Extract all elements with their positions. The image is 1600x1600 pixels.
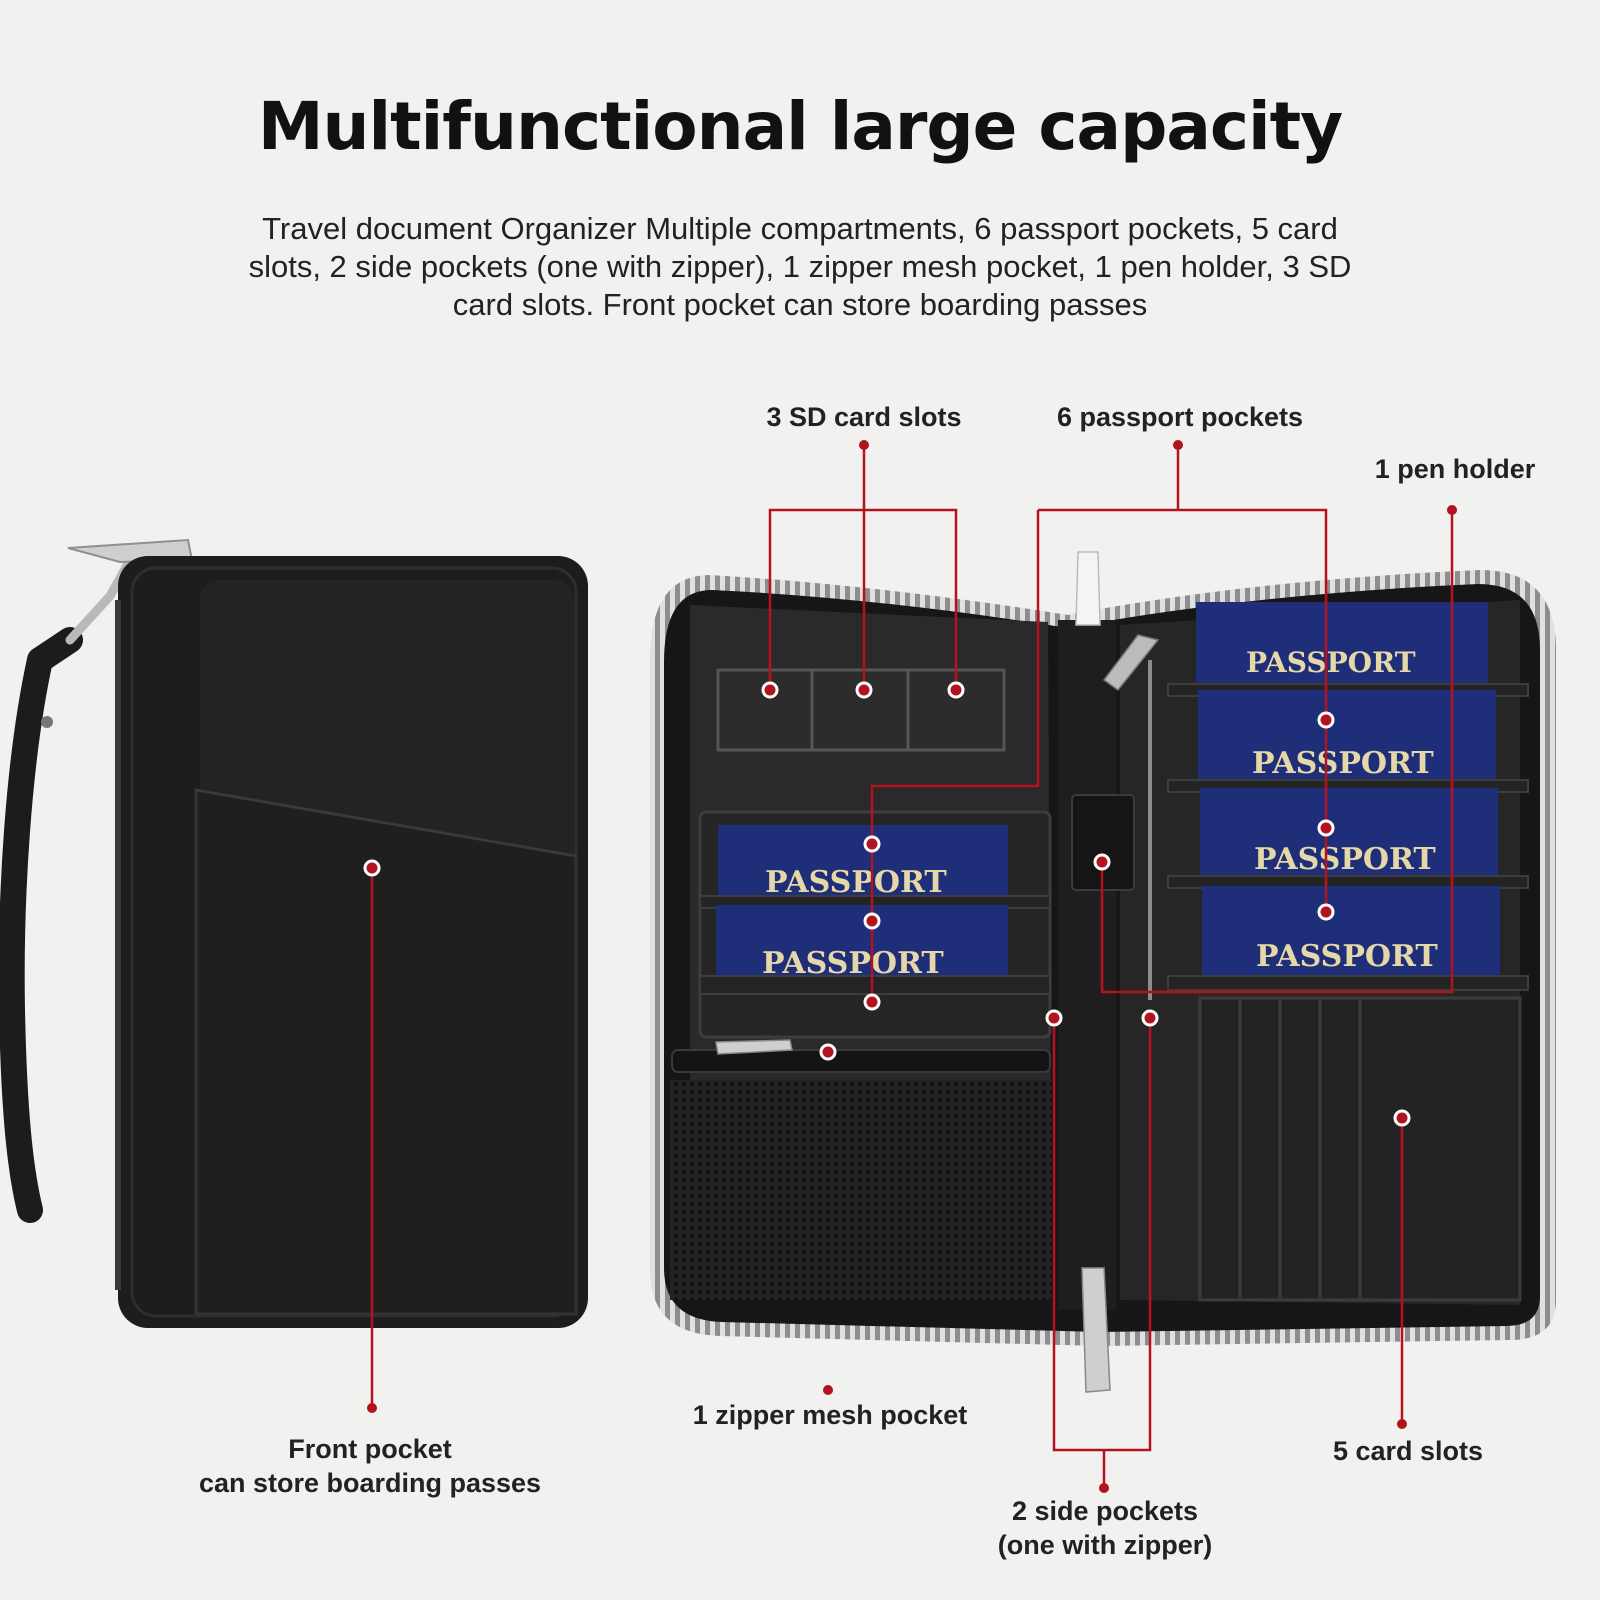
page-subtitle: Travel document Organizer Multiple compa…	[248, 211, 1352, 322]
passport-text: PASSPORT	[762, 946, 944, 981]
callout-dot	[761, 681, 779, 699]
callout-dot	[855, 681, 873, 699]
right-passport-stack	[1167, 602, 1529, 991]
mesh-pocket-zipper	[671, 1049, 1051, 1073]
callout-dot	[1393, 1109, 1411, 1127]
front-pocket	[194, 788, 578, 1316]
callout-side-pockets: 2 side pockets (one with zipper)	[980, 1494, 1230, 1562]
passport-text: PASSPORT	[1246, 646, 1416, 679]
callout-side-pockets-line1: 2 side pockets	[1011, 1496, 1199, 1526]
callout-dot	[1173, 440, 1183, 450]
card-slot-stack	[1198, 996, 1522, 1302]
passport-cover	[1200, 788, 1498, 878]
callout-card-slots: 5 card slots	[1332, 1436, 1484, 1466]
callout-passport-pockets: 6 passport pockets	[1056, 402, 1304, 432]
callout-dot	[823, 1385, 833, 1395]
passport-text-group: PASSPORT PASSPORT PASSPORT PASSPORT PASS…	[762, 646, 1438, 981]
callout-dot	[1317, 711, 1335, 729]
callout-dot	[1317, 903, 1335, 921]
passport-text: PASSPORT	[765, 865, 947, 900]
page-title: Multifunctional large capacity	[257, 88, 1343, 165]
callout-dot	[1397, 1419, 1407, 1429]
callout-dot	[1141, 1009, 1159, 1027]
passport-text: PASSPORT	[1252, 746, 1434, 781]
callout-dot	[1093, 853, 1111, 871]
closed-wallet	[0, 538, 588, 1328]
sd-card-pocket	[716, 668, 1006, 752]
callout-lines	[370, 445, 1454, 1488]
passport-cover	[1202, 886, 1500, 976]
callout-pen-holder: 1 pen holder	[1374, 454, 1536, 484]
callout-dot	[863, 993, 881, 1011]
callout-front-pocket: Front pocket can store boarding passes	[170, 1432, 570, 1500]
callout-dot	[1099, 1483, 1109, 1493]
passport-cover	[1196, 602, 1488, 688]
callout-front-pocket-line1: Front pocket	[288, 1434, 452, 1464]
callout-front-pocket-line2: can store boarding passes	[198, 1468, 542, 1498]
callout-mesh-pocket: 1 zipper mesh pocket	[692, 1400, 968, 1430]
callout-dot	[367, 1403, 377, 1413]
passport-text: PASSPORT	[1254, 842, 1436, 877]
passport-cover	[1198, 690, 1496, 782]
callout-dot	[863, 912, 881, 930]
callout-dot	[863, 835, 881, 853]
callout-side-pockets-line2: (one with zipper)	[997, 1530, 1213, 1560]
callout-dots	[363, 440, 1457, 1493]
callout-dot	[947, 681, 965, 699]
callout-dot	[1447, 505, 1457, 515]
wrist-strap	[0, 647, 53, 1223]
callout-sd-card-slots: 3 SD card slots	[766, 402, 962, 432]
strap-rivet	[41, 716, 53, 728]
callout-dot	[363, 859, 381, 877]
callout-dot	[1317, 819, 1335, 837]
passport-text: PASSPORT	[1256, 939, 1438, 974]
open-wallet: PASSPORT PASSPORT PASSPORT PASSPORT PASS…	[650, 551, 1556, 1393]
mesh-pocket	[670, 1080, 1052, 1300]
callout-dot	[819, 1043, 837, 1061]
callout-dot	[1045, 1009, 1063, 1027]
callout-dot	[859, 440, 869, 450]
spine	[1058, 620, 1116, 1310]
